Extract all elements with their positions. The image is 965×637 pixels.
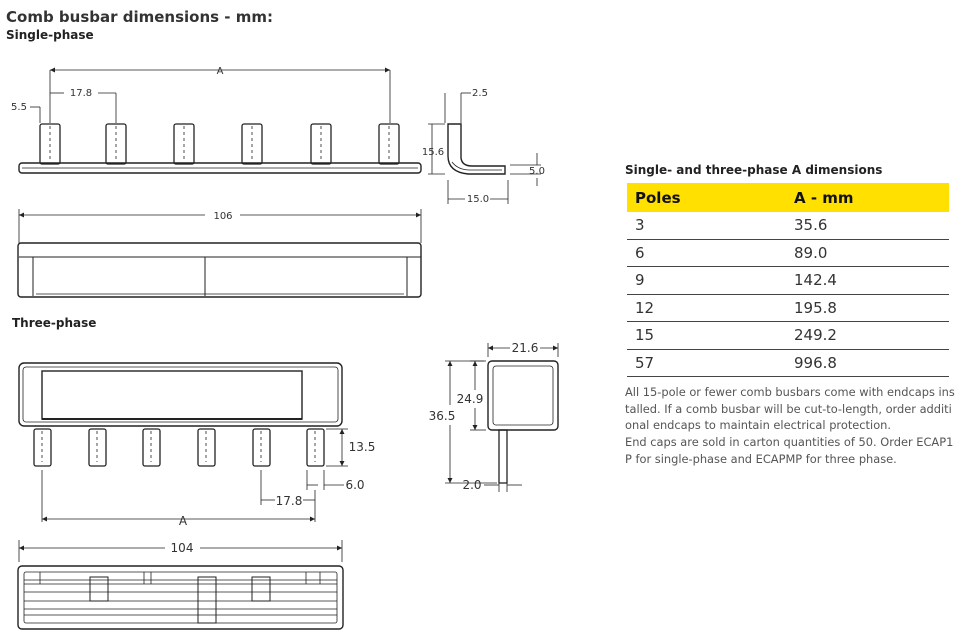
dim-pitch-single: 17.8: [70, 88, 92, 99]
cell-a-mm: 996.8: [794, 349, 949, 377]
cell-a-mm: 89.0: [794, 239, 949, 267]
cell-a-mm: 195.8: [794, 294, 949, 322]
cell-poles: 57: [627, 349, 794, 377]
dim-height-three: 36.5: [429, 409, 456, 423]
header-a-mm: A - mm: [794, 183, 949, 212]
cell-poles: 9: [627, 266, 794, 295]
dim-width-single: 15.0: [467, 194, 489, 205]
cell-a-mm: 142.4: [794, 266, 949, 295]
dim-thickness-single: 2.5: [472, 88, 488, 99]
cell-poles: 12: [627, 294, 794, 322]
dim-width-three: 21.6: [512, 341, 539, 355]
dim-a-three: A: [179, 514, 188, 528]
single-phase-side-profile: [428, 92, 541, 204]
note-endcaps: All 15-pole or fewer comb busbars come w…: [625, 385, 955, 433]
header-poles: Poles: [627, 183, 794, 212]
dim-thickness-three: 2.0: [462, 478, 481, 492]
single-phase-heading: Single-phase: [6, 28, 94, 42]
dim-depth-single: 5.0: [529, 166, 545, 177]
three-phase-heading: Three-phase: [12, 316, 97, 330]
page-title: Comb busbar dimensions - mm:: [6, 8, 273, 26]
dim-length-three: 104: [171, 541, 194, 555]
dim-pin-three: 13.5: [349, 440, 376, 454]
three-phase-end-profile: [445, 343, 559, 492]
single-phase-front-view: [18, 69, 422, 174]
dim-tab-single: 5.5: [11, 102, 27, 113]
dim-inner-height-three: 24.9: [457, 392, 484, 406]
cell-poles: 15: [627, 321, 794, 350]
dim-pitch-three: 17.8: [276, 494, 303, 508]
cell-a-mm: 249.2: [794, 321, 949, 350]
cell-a-mm: 35.6: [794, 212, 949, 240]
cell-poles: 6: [627, 239, 794, 267]
single-phase-top-view: [17, 209, 422, 298]
note-carton: End caps are sold in carton quantities o…: [625, 435, 954, 466]
notes: All 15-pole or fewer comb busbars come w…: [625, 384, 957, 468]
cell-poles: 3: [627, 212, 794, 240]
dimensions-table-title: Single- and three-phase A dimensions: [625, 163, 883, 177]
table-header-row: Poles A - mm: [627, 183, 949, 212]
dim-a-single: A: [217, 66, 224, 77]
three-phase-top-view: [17, 540, 344, 630]
dim-pin-width-three: 6.0: [345, 478, 364, 492]
three-phase-front-view: [18, 362, 348, 522]
dim-length-single: 106: [213, 211, 232, 222]
dim-height-single: 15.6: [422, 147, 444, 158]
